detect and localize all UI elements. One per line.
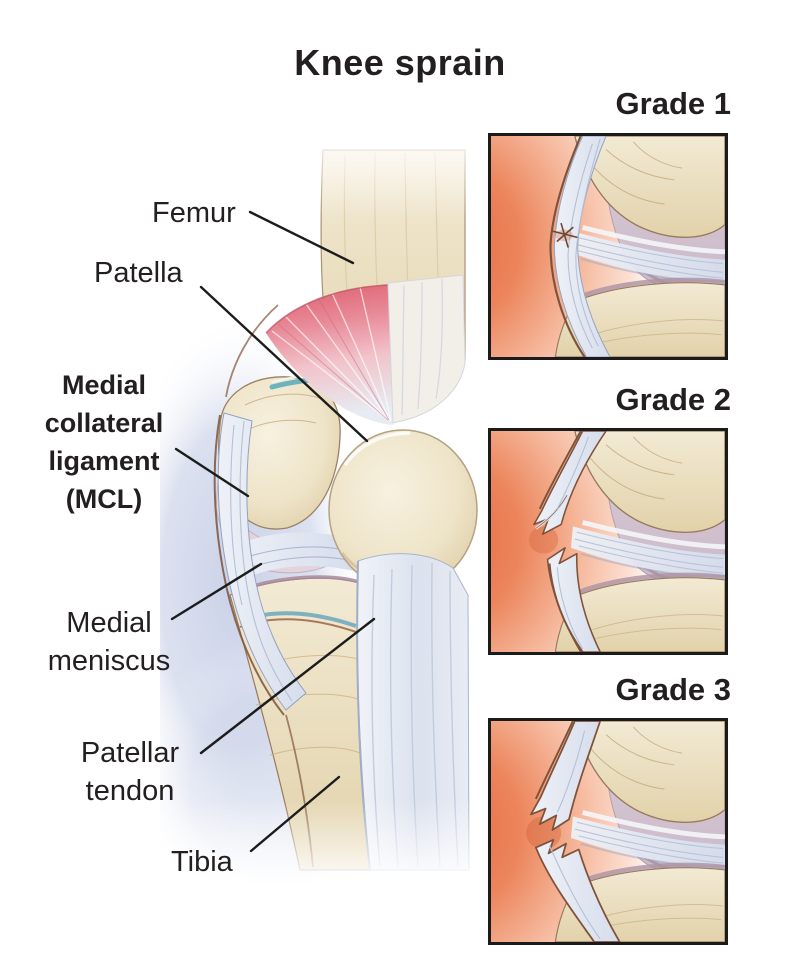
grade-1-panel: [488, 133, 728, 360]
grade-2-illustration: [491, 431, 725, 652]
grade-1-label: Grade 1: [615, 86, 731, 121]
label-patella: Patella: [94, 257, 183, 289]
grade-3-label: Grade 3: [615, 672, 731, 707]
label-tibia: Tibia: [171, 846, 233, 878]
label-mcl: Medial collateral ligament (MCL): [44, 370, 164, 514]
grade-3-panel: [488, 718, 728, 945]
label-medial-meniscus: Medial meniscus: [47, 607, 171, 677]
label-patellar-tendon: Patellar tendon: [80, 737, 180, 807]
page-title: Knee sprain: [294, 42, 506, 83]
knee-illustration: [160, 125, 500, 885]
grade-2-label: Grade 2: [615, 382, 731, 417]
label-femur: Femur: [152, 197, 236, 229]
quadriceps-tendon: [387, 274, 466, 424]
grade-1-illustration: [491, 136, 725, 357]
grade-2-panel: [488, 428, 728, 655]
grade-3-illustration: [491, 721, 725, 942]
